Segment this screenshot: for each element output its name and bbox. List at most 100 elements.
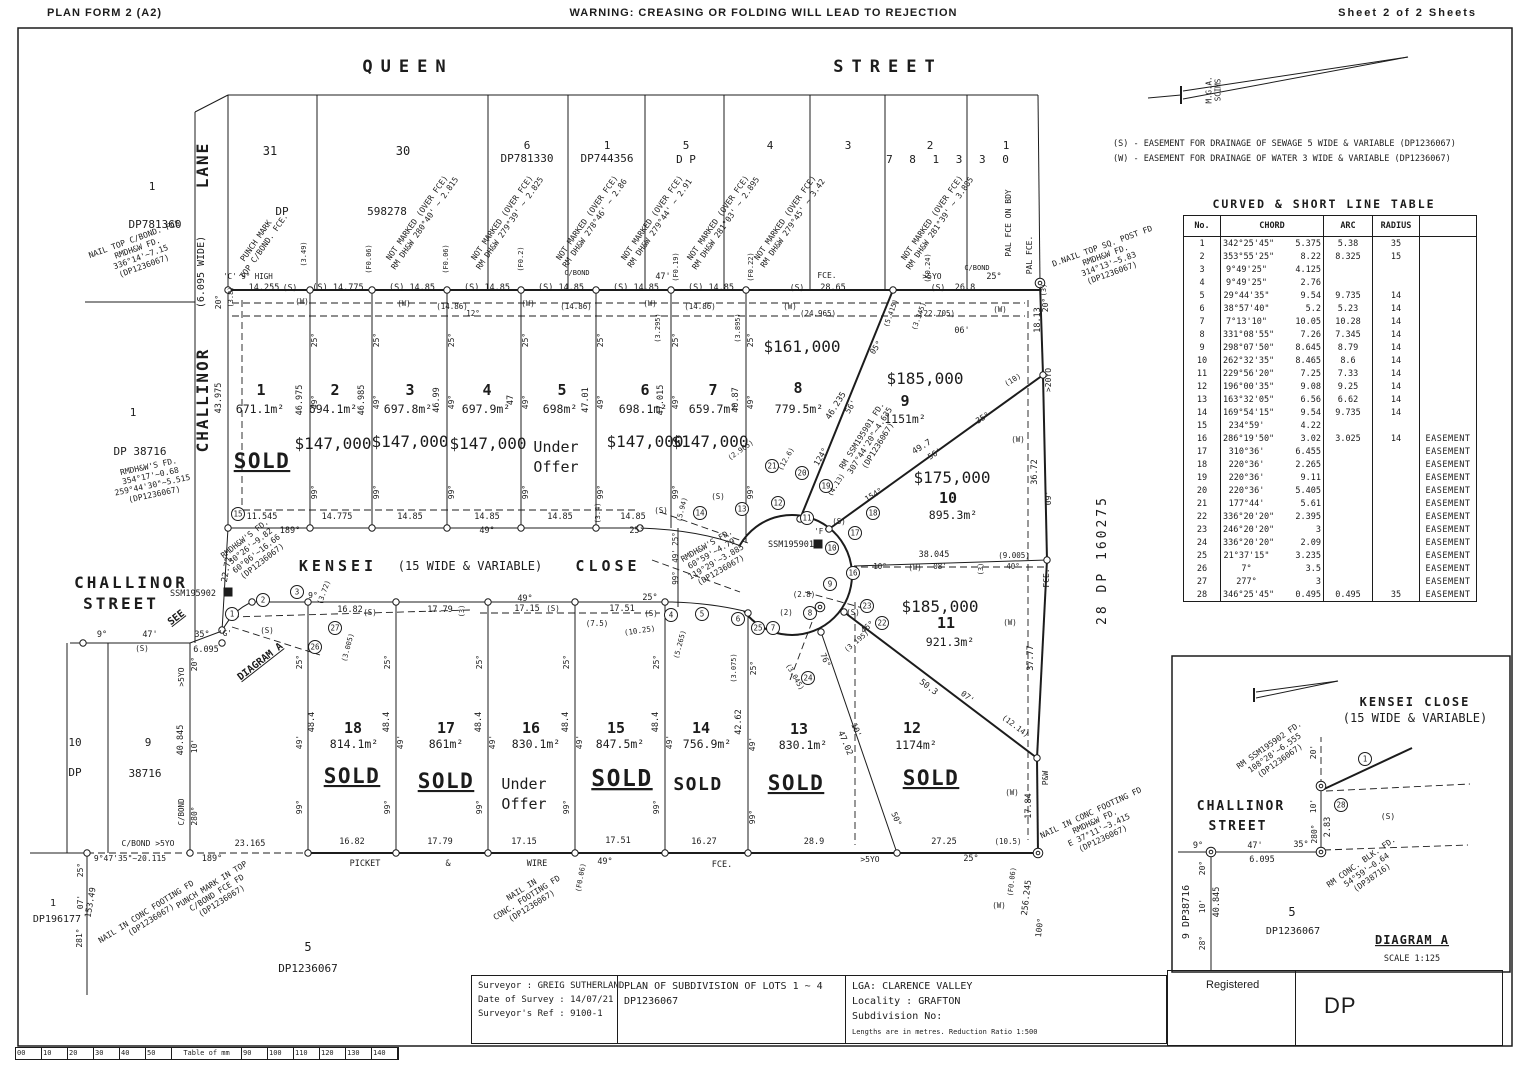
curve-table-cell: 353°55'25" bbox=[1223, 251, 1275, 262]
dimension-label: 49° bbox=[447, 395, 456, 409]
dimension-label: 2.83 bbox=[1323, 817, 1333, 837]
curve-table-cell: 16 bbox=[1183, 432, 1221, 445]
dimension-label: 25° bbox=[310, 333, 319, 347]
dimension-label: 76° bbox=[818, 652, 832, 669]
dimension-label: (S) bbox=[1381, 812, 1395, 821]
dimension-label: (14.86) bbox=[436, 302, 468, 311]
lot-area-2: 694.1m² bbox=[309, 402, 357, 416]
dimension-label: (3.895) bbox=[734, 313, 742, 343]
reference-mark-note: NOT MARKED (OVER FCE)RM DH&W 279°45' ~ 3… bbox=[751, 172, 827, 270]
dimension-label: 48.4 bbox=[307, 712, 317, 732]
dimension-label: (3) bbox=[458, 605, 466, 618]
survey-node bbox=[306, 286, 314, 294]
dp-label: DP bbox=[1324, 993, 1357, 1018]
curve-table-cell bbox=[1420, 419, 1477, 432]
curve-table-cell: EASEMENT bbox=[1425, 433, 1471, 444]
dimension-label: 6.095 bbox=[1249, 855, 1275, 865]
dimension-label: 46.975 bbox=[295, 385, 305, 416]
scale-bar-cell: 90 bbox=[242, 1048, 268, 1059]
curve-table-cell: 10.05 bbox=[1272, 315, 1324, 328]
dimension-label: C/BOND bbox=[964, 264, 989, 272]
boundary-line bbox=[194, 94, 229, 113]
street-label: DIAGRAM A bbox=[1375, 933, 1449, 947]
lot-price-9: $185,000 bbox=[886, 369, 963, 388]
circled-ref-number bbox=[693, 506, 707, 520]
curve-table-cell: 14 bbox=[1372, 302, 1420, 315]
curve-table-cell: 7.345 bbox=[1323, 328, 1373, 341]
adjoining-lot-label: DP781330 bbox=[501, 152, 554, 165]
dimension-label: 99° bbox=[372, 485, 381, 499]
dimension-label: 48.4 bbox=[474, 712, 484, 732]
survey-node bbox=[304, 849, 312, 857]
circled-ref-number bbox=[823, 577, 837, 591]
curve-table-cell: 6.62 bbox=[1323, 393, 1373, 406]
dimension-label: 10' bbox=[190, 739, 199, 753]
lot-number-3: 3 bbox=[405, 381, 414, 399]
adjoining-lot-label: 9 bbox=[145, 736, 152, 749]
adjoining-lot-label: 28 DP 160275 bbox=[1095, 495, 1110, 625]
circled-ref-number-text: 8 bbox=[808, 609, 813, 618]
circled-ref-number-text: 20 bbox=[797, 469, 807, 478]
curve-table-cell: 14 bbox=[1372, 328, 1420, 341]
curve-table-cell: 2.09 bbox=[1272, 536, 1324, 549]
survey-node bbox=[306, 524, 314, 532]
dimension-label: 50° bbox=[889, 811, 903, 828]
dimension-label: (7.5) bbox=[586, 619, 609, 628]
dimension-label: (S) 14.85 bbox=[464, 283, 510, 293]
survey-node bbox=[186, 849, 194, 857]
curve-table-cell bbox=[1323, 536, 1373, 549]
curve-table-cell bbox=[1323, 510, 1373, 523]
dimension-label: C/BOND bbox=[564, 269, 589, 277]
curve-table-cell: 336°20'20" bbox=[1223, 537, 1275, 548]
dimension-label: >5YO bbox=[860, 855, 879, 864]
sold-badge-lot-12: SOLD bbox=[903, 766, 960, 790]
curve-table-cell: 298°07'50" bbox=[1223, 342, 1275, 353]
dimension-label: 99° bbox=[746, 485, 755, 499]
dimension-label: (S) bbox=[790, 283, 804, 292]
survey-node-double-inner bbox=[1318, 783, 1324, 789]
dimension-label: (S) bbox=[846, 608, 860, 617]
survey-node-double bbox=[1315, 846, 1327, 858]
curve-table-cell: 21 bbox=[1183, 497, 1221, 510]
survey-node bbox=[825, 525, 833, 533]
survey-node bbox=[218, 639, 226, 647]
curve-table-cell bbox=[1420, 302, 1477, 315]
dimension-label: 46.985 bbox=[357, 385, 367, 416]
survey-node bbox=[392, 598, 400, 606]
dimension-label: SSM195901 bbox=[768, 540, 814, 550]
dimension-label: 40.845 bbox=[176, 725, 186, 756]
lot-area-16: 830.1m² bbox=[512, 737, 560, 751]
dimension-label: (S) bbox=[644, 609, 658, 618]
dimension-label: 99° bbox=[447, 485, 456, 499]
survey-node bbox=[304, 598, 312, 606]
survey-node-double bbox=[1205, 846, 1217, 858]
dimension-label: 49° bbox=[517, 594, 532, 604]
curve-table-cell: EASEMENT bbox=[1425, 576, 1471, 587]
dimension-label: WIRE bbox=[527, 859, 547, 869]
scale-bar-cell: 00 bbox=[16, 1048, 42, 1059]
circled-ref-number bbox=[765, 459, 779, 473]
dimension-label: (W) bbox=[783, 302, 797, 311]
reference-mark-note: RMDH&W'S FD.60°59'~4.79119°29'~3.885(DP1… bbox=[677, 526, 750, 590]
curve-table-cell bbox=[1420, 393, 1477, 406]
curve-table-cell: 220°36' bbox=[1228, 485, 1265, 496]
circled-ref-number-text: 24 bbox=[803, 674, 813, 683]
dimension-label: P&W bbox=[1041, 771, 1050, 786]
dimension-label: 49° bbox=[310, 395, 319, 409]
adjoining-lot-label: 30 bbox=[396, 144, 410, 158]
dimension-label: (S) bbox=[260, 626, 274, 635]
curve-table-cell: 169°54'15" bbox=[1223, 407, 1275, 418]
dimension-label: 49' bbox=[671, 549, 680, 563]
curve-table-cell: 220°36' bbox=[1228, 472, 1265, 483]
curve-table-cell: 10.28 bbox=[1323, 315, 1373, 328]
dimension-label: (5.265) bbox=[672, 629, 687, 660]
lot-price-10: $175,000 bbox=[913, 468, 990, 487]
dimension-label: 48.4 bbox=[561, 712, 571, 732]
dimension-label: 99° bbox=[596, 485, 605, 499]
curve-table-cell bbox=[1420, 289, 1477, 302]
dimension-label: 25° bbox=[963, 854, 978, 864]
survey-node-double-inner bbox=[1208, 849, 1214, 855]
dimension-label: PAL FCE. bbox=[1025, 236, 1034, 275]
